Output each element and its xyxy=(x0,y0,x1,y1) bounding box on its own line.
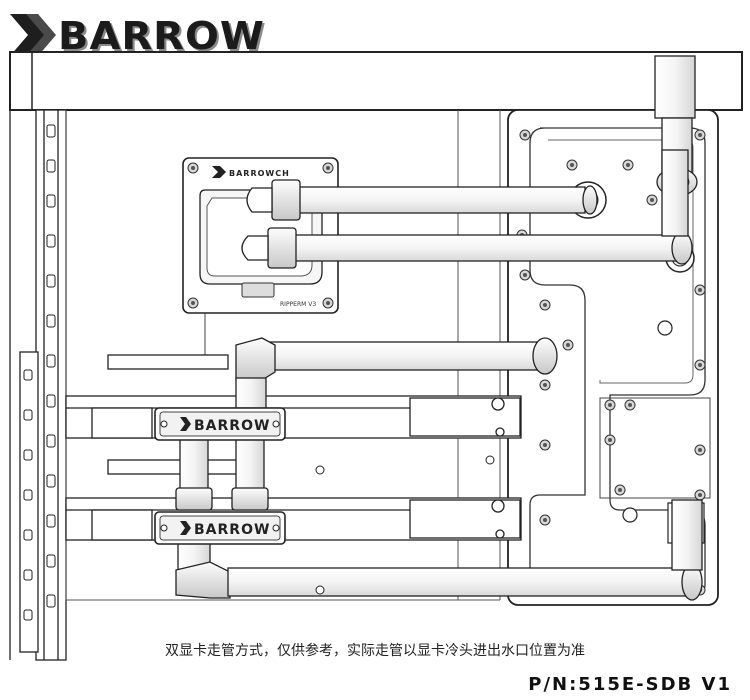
gpu-bridge-bottom-label: BARROW xyxy=(194,522,270,538)
barrow-logo-icon xyxy=(10,14,56,56)
top-chassis-rail xyxy=(9,51,743,111)
cpu-block-logo-text: BARROWCH xyxy=(229,169,290,178)
gpu-bridge-top: BARROW xyxy=(154,407,286,441)
left-chassis-wall xyxy=(9,109,67,661)
gpu-card-bottom xyxy=(65,459,522,541)
gpu-card-top xyxy=(65,354,522,439)
part-number: P/N:515E-SDB V1 xyxy=(528,674,732,695)
gpu-bridge-top-label: BARROW xyxy=(194,418,270,434)
svg-text:RIPPERM V3: RIPPERM V3 xyxy=(280,301,316,308)
brand-wordmark: BARROW xyxy=(58,14,265,58)
gpu-tubes xyxy=(175,337,703,601)
tray-holes xyxy=(315,455,495,595)
gpu-bridge-bottom: BARROW xyxy=(154,511,286,545)
cpu-tubes xyxy=(241,149,693,269)
left-wall-slots xyxy=(23,124,56,621)
cpu-block-logo-icon xyxy=(212,166,226,178)
caption-text: 双显卡走管方式，仅供参考，实际走管以显卡冷头进出水口位置为准 xyxy=(165,643,585,659)
